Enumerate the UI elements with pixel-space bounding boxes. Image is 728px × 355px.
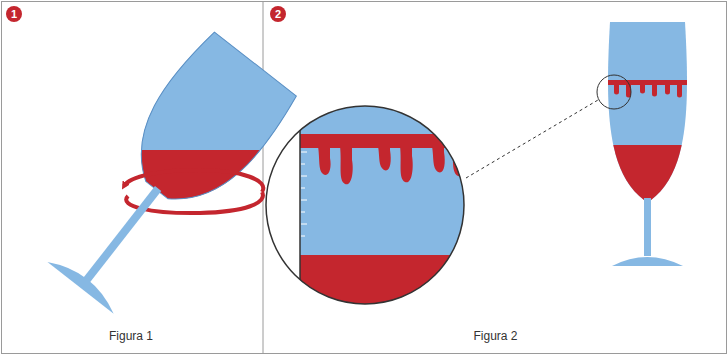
callout-number: 1 [6, 6, 22, 22]
figure-caption: Figura 1 [0, 328, 262, 344]
callout-number: 2 [270, 6, 286, 22]
figure-caption: Figura 2 [264, 328, 727, 344]
